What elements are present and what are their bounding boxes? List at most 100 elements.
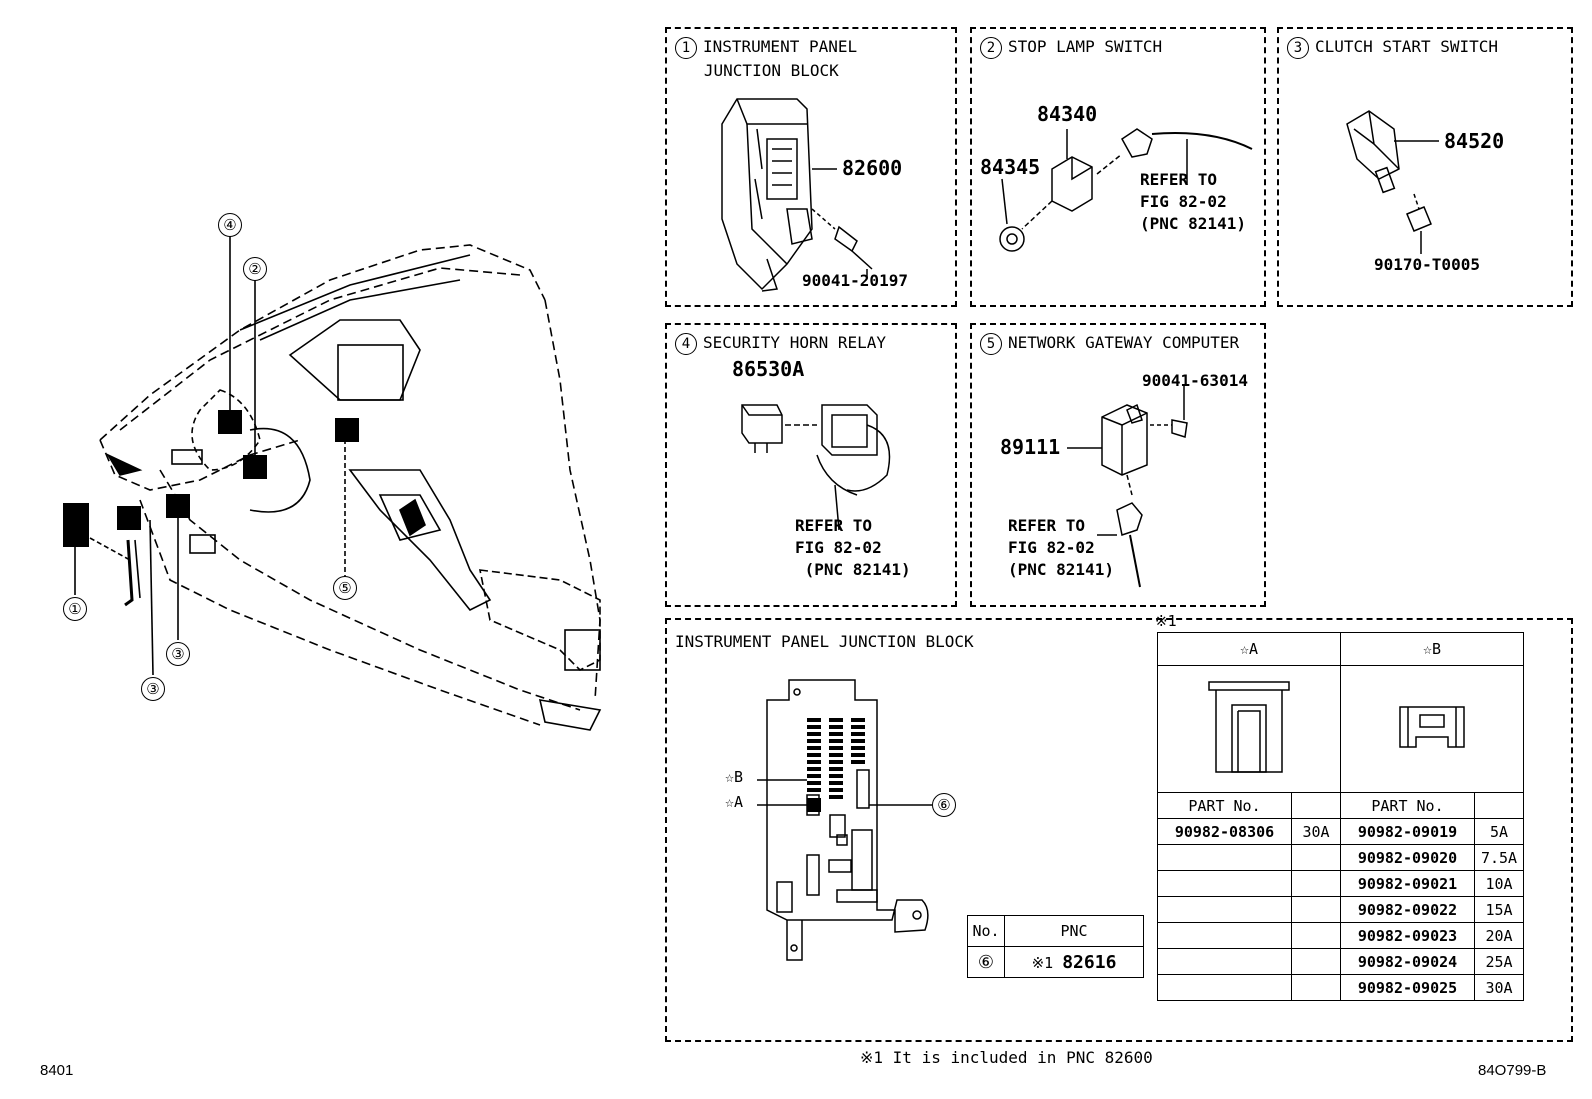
- fuse-b-part: 90982-09020: [1340, 844, 1475, 871]
- panel-title: 3 CLUTCH START SWITCH: [1287, 35, 1498, 59]
- fuse-b-amp: 5A: [1474, 818, 1524, 845]
- refer-note: REFER TO FIG 82-02 (PNC 82141): [1008, 516, 1114, 579]
- fuse-b-image-cell: [1340, 665, 1524, 793]
- part-number-89111: 89111: [1000, 435, 1061, 459]
- panel-title-text: NETWORK GATEWAY COMPUTER: [1008, 333, 1240, 352]
- panel-title: 4 SECURITY HORN RELAY: [675, 331, 886, 355]
- panel-security-horn-relay: 4 SECURITY HORN RELAY 86530A REFER TO FIG…: [665, 323, 957, 607]
- panel-title-text: SECURITY HORN RELAY: [703, 333, 887, 352]
- junction-block-fuse-layout: [757, 679, 932, 961]
- figure-code-right: 84O799-B: [1478, 1062, 1547, 1079]
- fuse-table-ref-mark: ※1: [1155, 612, 1177, 630]
- panel-number: 3: [1287, 36, 1309, 59]
- panel-title-text: CLUTCH START SWITCH: [1315, 37, 1499, 56]
- pnc-header-no: No.: [967, 915, 1005, 947]
- fuse-b-part: 90982-09023: [1340, 922, 1475, 949]
- fuse-b-part: 90982-09024: [1340, 948, 1475, 975]
- overview-callout-2: ②: [243, 257, 267, 281]
- junction-detail-title: INSTRUMENT PANEL JUNCTION BLOCK: [675, 632, 974, 651]
- part-number-84345: 84345: [980, 155, 1041, 179]
- panel-number: 4: [675, 332, 697, 355]
- pnc-row-value: ※1 82616: [1004, 946, 1144, 978]
- fuse-b-part: 90982-09019: [1340, 818, 1475, 845]
- fuse-a-amp: [1291, 974, 1341, 1001]
- refer-note: REFER TO FIG 82-02 (PNC 82141): [795, 516, 911, 579]
- part-number-84340: 84340: [1037, 102, 1098, 126]
- pnc-table: No. PNC ⑥ ※1 82616: [967, 915, 1144, 978]
- gateway-computer-illustration: [1067, 385, 1188, 588]
- panel-number: 2: [980, 36, 1002, 59]
- pnc-row-pnc: 82616: [1062, 951, 1117, 973]
- figure-number-left: 8401: [40, 1062, 74, 1079]
- fuse-col-b-header: ☆B: [1340, 632, 1524, 666]
- part-number-90170-t0005: 90170-T0005: [1374, 255, 1480, 274]
- part-number-90041-20197: 90041-20197: [802, 271, 908, 290]
- table-row: 90982-09023 20A: [1157, 922, 1524, 949]
- fuse-a-part: 90982-08306: [1157, 818, 1292, 845]
- overview-callout-3b: ③: [141, 677, 165, 701]
- fuse-b-part-header: PART No.: [1340, 792, 1475, 819]
- fuse-b-icon: [1399, 706, 1465, 748]
- fuse-a-amp: [1291, 896, 1341, 923]
- panel-junction-block-detail: INSTRUMENT PANEL JUNCTION BLOCK: [665, 612, 1573, 1042]
- horn-relay-illustration: [741, 404, 891, 531]
- clutch-switch-illustration: [1346, 110, 1439, 254]
- star-b-label: ☆B: [725, 768, 744, 786]
- fuse-a-amp: 30A: [1291, 818, 1341, 845]
- overview-callout-3a: ③: [166, 642, 190, 666]
- panel-title-text: STOP LAMP SWITCH: [1008, 37, 1163, 56]
- fuse-a-part: [1157, 922, 1292, 949]
- table-row: 90982-08306 30A 90982-09019 5A: [1157, 818, 1524, 845]
- star-a-label: ☆A: [725, 793, 744, 811]
- fuse-b-amp-header: [1474, 792, 1524, 819]
- panel-title-text: INSTRUMENT PANEL JUNCTION BLOCK: [703, 37, 858, 80]
- panel-title: 2 STOP LAMP SWITCH: [980, 35, 1162, 59]
- junction-block-illustration: [721, 98, 873, 292]
- fuse-b-part: 90982-09022: [1340, 896, 1475, 923]
- panel-title: 5 NETWORK GATEWAY COMPUTER: [980, 331, 1239, 355]
- fuse-a-image-cell: [1157, 665, 1341, 793]
- panel-instrument-panel-junction-block: 1 INSTRUMENT PANEL JUNCTION BLOCK 82600 9…: [665, 27, 957, 307]
- panel-network-gateway-computer: 5 NETWORK GATEWAY COMPUTER 90041-63014 89…: [970, 323, 1266, 607]
- fuse-b-amp: 25A: [1474, 948, 1524, 975]
- fuse-a-part: [1157, 974, 1292, 1001]
- dashboard-overview: ① ② ③ ③ ④ ⑤: [0, 0, 640, 760]
- overview-callout-5: ⑤: [333, 576, 357, 600]
- panel-stop-lamp-switch: 2 STOP LAMP SWITCH 84340 84345 REFER TO F…: [970, 27, 1266, 307]
- table-row: 90982-09024 25A: [1157, 948, 1524, 975]
- fuse-a-part: [1157, 948, 1292, 975]
- fuse-a-amp: [1291, 870, 1341, 897]
- overview-callout-4: ④: [218, 213, 242, 237]
- table-row: 90982-09020 7.5A: [1157, 844, 1524, 871]
- panel-number: 1: [675, 36, 697, 59]
- fuse-b-amp: 10A: [1474, 870, 1524, 897]
- fuse-a-amp-header: [1291, 792, 1341, 819]
- fuse-a-part: [1157, 896, 1292, 923]
- refer-note: REFER TO FIG 82-02 (PNC 82141): [1140, 170, 1246, 233]
- part-number-90041-63014: 90041-63014: [1142, 371, 1248, 390]
- footnote: ※1 It is included in PNC 82600: [860, 1048, 1153, 1067]
- panel-title: 1 INSTRUMENT PANEL JUNCTION BLOCK: [675, 35, 857, 83]
- part-number-86530a: 86530A: [732, 357, 805, 381]
- pnc-row-no: ⑥: [967, 946, 1005, 978]
- fuse-a-amp: [1291, 948, 1341, 975]
- dashboard-line-drawing: [63, 235, 602, 731]
- fuse-slots: [807, 718, 865, 812]
- junction-callout-6: ⑥: [932, 793, 956, 817]
- fuse-col-a-header: ☆A: [1157, 632, 1341, 666]
- overview-callout-1: ①: [63, 597, 87, 621]
- fuse-b-part: 90982-09025: [1340, 974, 1475, 1001]
- fuse-b-part: 90982-09021: [1340, 870, 1475, 897]
- fuse-a-part-header: PART No.: [1157, 792, 1292, 819]
- fuse-b-amp: 15A: [1474, 896, 1524, 923]
- part-number-84520: 84520: [1444, 129, 1505, 153]
- panel-number: 5: [980, 332, 1002, 355]
- part-number-82600: 82600: [842, 156, 903, 180]
- fuse-b-amp: 7.5A: [1474, 844, 1524, 871]
- fuse-a-part: [1157, 844, 1292, 871]
- fuse-b-amp: 30A: [1474, 974, 1524, 1001]
- fuse-a-part: [1157, 870, 1292, 897]
- pnc-header-pnc: PNC: [1004, 915, 1144, 947]
- fuse-a-amp: [1291, 844, 1341, 871]
- table-row: 90982-09022 15A: [1157, 896, 1524, 923]
